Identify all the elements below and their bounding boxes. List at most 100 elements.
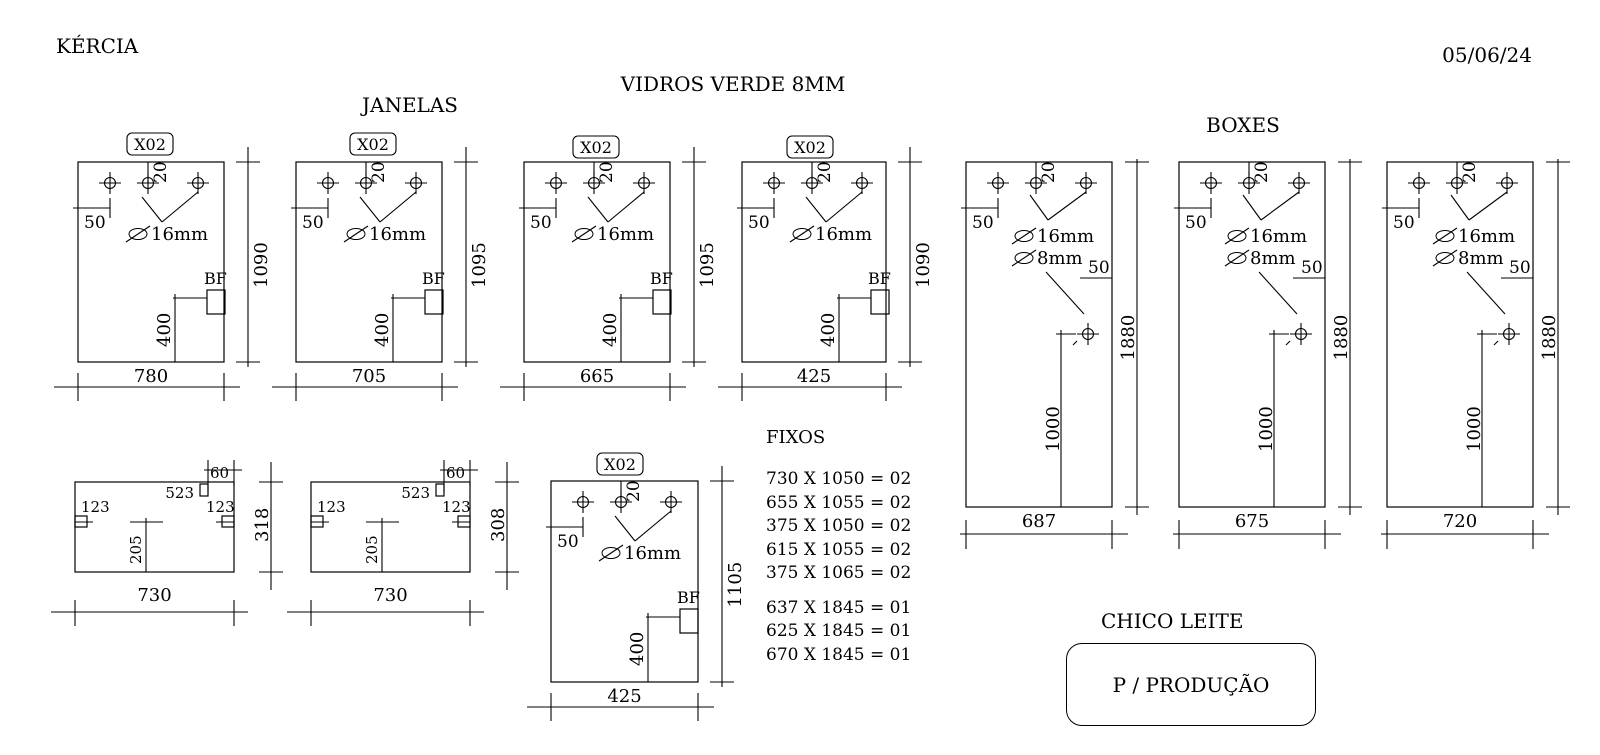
hole-diameter-label: 8mm xyxy=(1037,248,1083,269)
hole-diameter-label: 16mm xyxy=(624,543,681,564)
edge-offset-label: 50 xyxy=(530,213,552,233)
fixos-item: 637 X 1845 = 01 xyxy=(766,597,912,618)
bottom-height-label: 1000 xyxy=(1043,406,1064,452)
height-label: 1095 xyxy=(697,242,718,288)
hole-offset-label: 20 xyxy=(1252,161,1272,183)
center-label: 205 xyxy=(363,535,381,564)
center-label: 205 xyxy=(127,535,145,564)
janelas-title: JANELAS xyxy=(360,93,458,117)
hole-diameter-label: 16mm xyxy=(815,224,872,245)
notch-label: 523 xyxy=(165,484,194,502)
height-label: 308 xyxy=(488,508,509,542)
diameter-slash xyxy=(1011,249,1037,267)
tag-label: X02 xyxy=(357,135,389,154)
hole-diameter-label: 8mm xyxy=(1250,248,1296,269)
date-label: 05/06/24 xyxy=(1442,43,1532,67)
height-label: 1880 xyxy=(1331,315,1352,361)
hole-diameter-label: 16mm xyxy=(597,224,654,245)
width-label: 705 xyxy=(352,366,386,387)
diameter-slash xyxy=(125,225,151,243)
height-label: 1090 xyxy=(251,242,272,288)
edge-offset-label: 50 xyxy=(84,213,106,233)
tag-label: X02 xyxy=(794,138,826,157)
glass-panel xyxy=(550,480,699,683)
hole-offset-label: 20 xyxy=(624,480,644,502)
edge-offset-label: 50 xyxy=(302,213,324,233)
top-right-label: 60 xyxy=(446,464,465,482)
height-label: 1095 xyxy=(469,242,490,288)
fixos-item: 730 X 1050 = 02 xyxy=(766,469,912,489)
side-label: 50 xyxy=(1301,258,1323,278)
leader-line xyxy=(1493,340,1499,346)
hole-offset-label: 20 xyxy=(1460,161,1480,183)
bf-height-label: 400 xyxy=(627,632,648,666)
edge-offset-label: 50 xyxy=(972,213,994,233)
bottom-height-label: 1000 xyxy=(1256,406,1277,452)
diameter-slash xyxy=(789,225,815,243)
fixos-item: 655 X 1055 = 02 xyxy=(766,492,912,513)
height-label: 1880 xyxy=(1118,315,1139,361)
glass-panel xyxy=(1386,161,1534,508)
hole-offset-label: 20 xyxy=(597,161,617,183)
top-right-label: 60 xyxy=(210,464,229,482)
leader-line xyxy=(1242,194,1262,221)
bf-height-label: 400 xyxy=(372,313,393,347)
diameter-slash xyxy=(1224,227,1250,245)
width-label: 675 xyxy=(1235,511,1269,532)
fixos-list: 730 X 1050 = 02 655 X 1055 = 02 375 X 10… xyxy=(766,468,911,667)
glass-panel xyxy=(1178,161,1326,508)
leader-line xyxy=(1258,271,1298,315)
notch-cutout xyxy=(435,483,445,497)
hole-offset-label: 20 xyxy=(815,161,835,183)
diameter-icon xyxy=(1014,252,1034,264)
width-label: 425 xyxy=(797,366,831,387)
leader-line xyxy=(1029,194,1049,221)
right-mark-label: 123 xyxy=(442,498,471,516)
leader-line xyxy=(161,191,199,223)
hole-diameter-label: 16mm xyxy=(1250,226,1307,247)
side-label: 50 xyxy=(1088,258,1110,278)
diameter-slash xyxy=(1224,249,1250,267)
hole-diameter-label: 16mm xyxy=(151,224,208,245)
leader-line xyxy=(1045,271,1085,315)
glass-panel xyxy=(965,161,1113,508)
bottom-height-label: 1000 xyxy=(1464,406,1485,452)
diameter-slash xyxy=(1011,227,1037,245)
production-stamp: P / PRODUÇÃO xyxy=(1066,643,1316,726)
diameter-slash xyxy=(1432,227,1458,245)
material-title: VIDROS VERDE 8MM xyxy=(620,72,846,96)
leader-line xyxy=(805,196,827,223)
width-label: 687 xyxy=(1022,511,1056,532)
hole-diameter-label: 8mm xyxy=(1458,248,1504,269)
edge-offset-label: 50 xyxy=(1393,213,1415,233)
notch-cutout xyxy=(199,483,209,497)
leader-line xyxy=(1466,271,1506,315)
leader-line xyxy=(607,191,645,223)
leader-line xyxy=(634,510,672,542)
bf-label: BF xyxy=(650,269,673,288)
diameter-icon xyxy=(1435,230,1455,242)
hole-offset-label: 20 xyxy=(1039,161,1059,183)
notch-label: 523 xyxy=(401,484,430,502)
width-label: 425 xyxy=(607,686,641,707)
diameter-icon xyxy=(346,228,366,240)
height-label: 1090 xyxy=(913,242,934,288)
glass-panel xyxy=(77,161,225,363)
fixos-item: 375 X 1050 = 02 xyxy=(766,516,912,536)
tag-box xyxy=(786,135,834,159)
leader-line xyxy=(141,196,163,223)
boxes-title: BOXES xyxy=(1206,113,1280,137)
diameter-icon xyxy=(1435,252,1455,264)
glass-panel xyxy=(523,161,671,363)
hole-offset-label: 20 xyxy=(151,161,171,183)
glass-panel xyxy=(74,481,235,573)
width-label: 730 xyxy=(137,585,171,606)
bf-cutout xyxy=(652,289,672,315)
tag-label: X02 xyxy=(604,455,636,474)
leader-line xyxy=(614,515,636,542)
